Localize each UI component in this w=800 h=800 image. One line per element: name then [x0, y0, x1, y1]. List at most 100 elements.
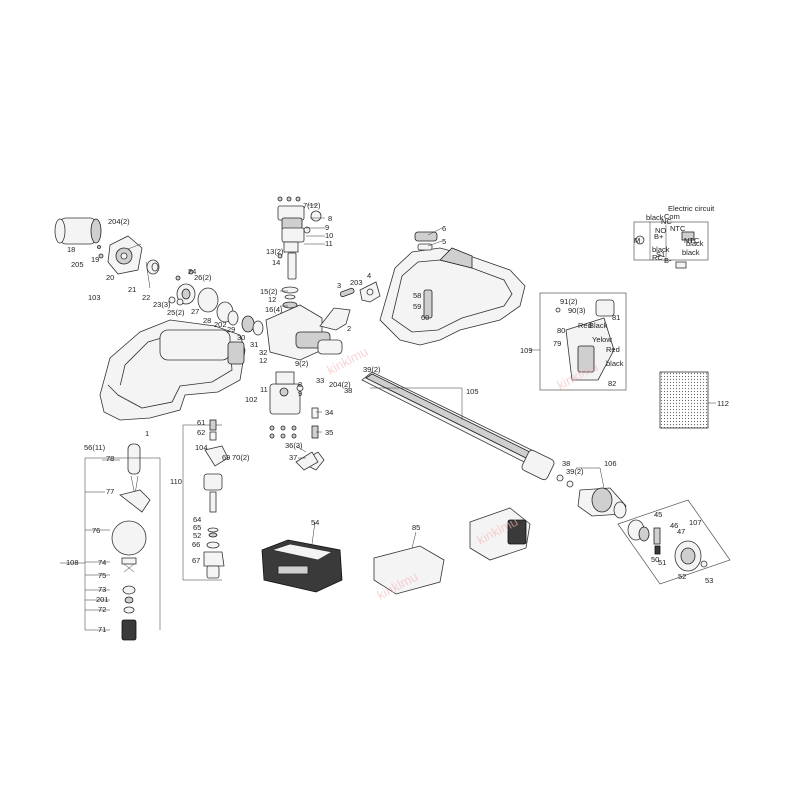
label-28: 28 — [203, 316, 211, 325]
label-109: 109 — [520, 346, 533, 355]
label-16: 16(4) — [265, 305, 283, 314]
trigger-parts — [319, 281, 381, 331]
label-75: 75 — [98, 571, 106, 580]
label-45: 45 — [654, 510, 662, 519]
label-205: 205 — [71, 260, 84, 269]
label-26: 26(2) — [194, 273, 212, 282]
pump-valve-stack — [277, 196, 322, 309]
manual-sheet — [659, 371, 709, 429]
label-32: 32 — [259, 348, 267, 357]
circuit-black1: black — [646, 213, 664, 222]
label-52b: 52 — [678, 572, 686, 581]
wire-yellow-label: Yelow — [592, 335, 612, 344]
hose-set — [84, 443, 161, 641]
label-110: 110 — [170, 477, 182, 486]
label-67: 67 — [192, 556, 200, 565]
label-29: 29 — [227, 325, 235, 334]
label-38a: 38 — [344, 386, 352, 395]
label-51: 51 — [658, 558, 666, 567]
label-34: 34 — [325, 408, 333, 417]
label-46: 46 — [670, 521, 678, 530]
label-5: 5 — [442, 237, 446, 246]
label-69: 69 — [222, 453, 230, 462]
label-62: 62 — [197, 428, 205, 437]
label-81: 81 — [612, 313, 620, 322]
label-204a: 204(2) — [108, 217, 130, 226]
circuit-bplus: B+ — [654, 232, 664, 241]
label-50: 50 — [651, 555, 659, 564]
wire-red-label: Red — [578, 321, 592, 330]
label-12a: 12 — [268, 295, 276, 304]
label-201: 201 — [96, 595, 109, 604]
label-71: 71 — [98, 625, 106, 634]
label-9: 9 — [325, 223, 329, 232]
label-103: 103 — [88, 293, 101, 302]
label-38b: 38 — [562, 459, 570, 468]
circuit-s1: S1 — [656, 250, 665, 259]
label-76: 76 — [92, 526, 100, 535]
label-107: 107 — [689, 518, 702, 527]
label-77: 77 — [106, 487, 114, 496]
label-7-12: 7(12) — [303, 201, 321, 210]
label-18: 18 — [67, 245, 75, 254]
label-102: 102 — [245, 395, 258, 404]
label-78: 78 — [106, 454, 114, 463]
label-11b: 11 — [260, 385, 268, 394]
label-1: 1 — [145, 429, 149, 438]
label-56: 56(11) — [84, 443, 106, 452]
label-112: 112 — [717, 399, 729, 408]
label-21: 21 — [128, 285, 136, 294]
circuit-ntc2: NTC — [684, 236, 700, 245]
circuit-ntc1: NTC — [670, 224, 686, 233]
label-19: 19 — [91, 255, 99, 264]
label-65: 65 — [193, 523, 201, 532]
label-15: 15(2) — [260, 287, 278, 296]
label-33: 33 — [316, 376, 324, 385]
label-73: 73 — [98, 585, 106, 594]
label-6: 6 — [442, 224, 446, 233]
circuit-black2: black — [686, 239, 704, 248]
switch-box — [539, 292, 627, 391]
circuit-black4: black — [682, 248, 700, 257]
main-housing-right — [379, 231, 526, 346]
circuit-rc: RC — [652, 253, 663, 262]
label-47: 47 — [677, 527, 685, 536]
label-12b: 12 — [259, 356, 267, 365]
label-74: 74 — [98, 558, 106, 567]
battery-pack — [261, 539, 343, 593]
electric-circuit — [633, 221, 709, 269]
label-202: 202 — [214, 320, 227, 329]
label-61: 61 — [197, 418, 205, 427]
wire-black-label: Black — [589, 321, 608, 330]
label-70: 70(2) — [232, 453, 250, 462]
label-108: 108 — [66, 558, 79, 567]
circuit-bminus: B- — [664, 256, 672, 265]
label-23: 23(3) — [153, 300, 171, 309]
label-13: 13(2) — [266, 247, 284, 256]
label-14: 14 — [272, 258, 280, 267]
label-36: 36(3) — [285, 441, 303, 450]
circuit-m: M — [634, 236, 640, 245]
nozzle-tip — [617, 499, 731, 585]
gear-train — [168, 269, 343, 361]
label-58: 58 — [413, 291, 421, 300]
label-80: 80 — [557, 326, 565, 335]
label-4: 4 — [367, 271, 371, 280]
charger — [373, 507, 531, 595]
label-85: 85 — [412, 523, 420, 532]
label-52: 52 — [193, 531, 201, 540]
label-25: 25(2) — [167, 308, 185, 317]
label-9c: 9 — [298, 389, 302, 398]
main-housing-left — [99, 319, 246, 421]
valve-stack-110 — [182, 419, 319, 581]
label-10: 10 — [325, 231, 333, 240]
label-11: 11 — [325, 239, 333, 248]
label-91: 91(2) — [560, 297, 578, 306]
label-59: 59 — [413, 302, 421, 311]
wire-black2-label: black — [606, 359, 624, 368]
nozzle-assembly — [577, 487, 627, 519]
circuit-title: Electric circuit — [668, 204, 715, 213]
label-9b: 9(2) — [295, 359, 309, 368]
label-66: 66 — [192, 540, 200, 549]
